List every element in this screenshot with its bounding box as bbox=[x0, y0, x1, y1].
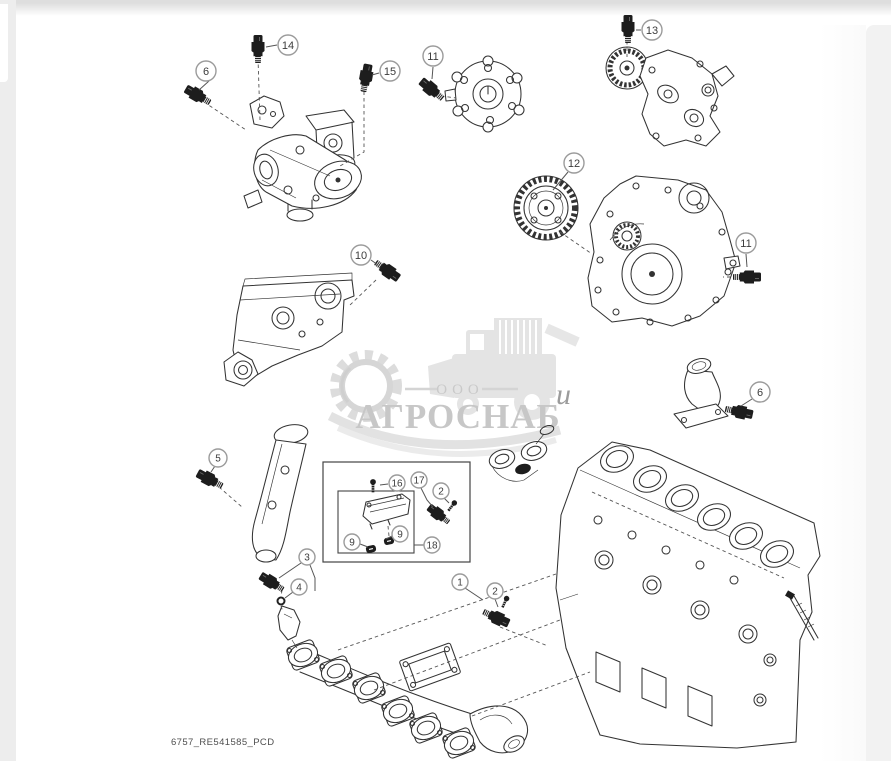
svg-text:9: 9 bbox=[397, 530, 403, 541]
left-scroll-track bbox=[0, 0, 16, 761]
callout-12[interactable]: 12 bbox=[563, 152, 585, 174]
exhaust-manifold bbox=[286, 639, 529, 759]
sensor-13 bbox=[621, 14, 635, 44]
svg-text:9: 9 bbox=[349, 538, 355, 549]
sensor-3 bbox=[256, 569, 287, 596]
sensor-10 bbox=[371, 256, 403, 285]
callout-4[interactable]: 4 bbox=[290, 578, 308, 596]
callout-18[interactable]: 18 bbox=[423, 536, 441, 554]
sensor-17 bbox=[424, 501, 453, 528]
sensor-mounting-bracket bbox=[223, 272, 355, 387]
detail-box-inner bbox=[337, 490, 415, 554]
detail-box bbox=[322, 461, 471, 563]
assembly-dashed-lines bbox=[203, 41, 737, 717]
callout-16[interactable]: 16 bbox=[388, 474, 406, 492]
screw-2-box bbox=[445, 498, 459, 513]
callout-17[interactable]: 17 bbox=[410, 471, 428, 489]
svg-text:15: 15 bbox=[384, 66, 396, 78]
callout-leader-lines bbox=[198, 29, 753, 608]
svg-text:5: 5 bbox=[215, 454, 221, 465]
manifold-center-flange bbox=[399, 642, 461, 692]
callout-2-bottom[interactable]: 2 bbox=[486, 582, 504, 600]
sensor-1 bbox=[480, 605, 512, 630]
gear-icon bbox=[330, 350, 402, 422]
svg-text:4: 4 bbox=[296, 583, 302, 594]
wiring-bracket-module bbox=[362, 493, 411, 530]
svg-text:11: 11 bbox=[427, 51, 438, 63]
callout-6-right[interactable]: 6 bbox=[749, 381, 771, 403]
watermark-script-char: и bbox=[556, 378, 571, 411]
oil-filler-elbow bbox=[251, 424, 309, 563]
svg-text:6: 6 bbox=[757, 387, 763, 399]
svg-text:13: 13 bbox=[646, 25, 658, 37]
svg-text:18: 18 bbox=[426, 541, 438, 552]
inlet-cover-plate bbox=[444, 55, 525, 133]
svg-text:11: 11 bbox=[740, 238, 751, 250]
callout-9-left[interactable]: 9 bbox=[343, 533, 361, 551]
coolant-outlet-housing bbox=[488, 425, 555, 482]
sensor-15 bbox=[356, 62, 376, 94]
probe-assembly bbox=[276, 596, 301, 649]
svg-text:2: 2 bbox=[438, 487, 444, 498]
watermark: ООО АГРОСНАБ и bbox=[327, 318, 580, 457]
fuel-injection-pump bbox=[243, 95, 362, 222]
right-side-panel bbox=[866, 25, 891, 761]
threaded-stud bbox=[785, 590, 819, 641]
callout-14[interactable]: 14 bbox=[277, 34, 299, 56]
callout-10[interactable]: 10 bbox=[350, 244, 372, 266]
wheat-swoosh bbox=[327, 412, 562, 450]
front-accessory-housing bbox=[605, 46, 735, 147]
svg-text:6: 6 bbox=[203, 66, 209, 78]
svg-text:16: 16 bbox=[391, 479, 403, 490]
sensor-5 bbox=[194, 466, 226, 493]
combine-harvester-icon bbox=[428, 318, 580, 420]
svg-text:10: 10 bbox=[355, 250, 367, 262]
watermark-company-prefix: ООО bbox=[436, 382, 484, 398]
retainer-clip-left bbox=[364, 543, 378, 555]
sensor-6-right bbox=[723, 402, 755, 422]
timing-gear-housing bbox=[587, 175, 741, 327]
callout-5[interactable]: 5 bbox=[208, 448, 228, 468]
svg-text:3: 3 bbox=[304, 553, 310, 564]
watermark-company-name: АГРОСНАБ bbox=[355, 397, 560, 436]
top-shadow-bar bbox=[0, 0, 891, 16]
callout-2-box[interactable]: 2 bbox=[432, 482, 450, 500]
svg-text:17: 17 bbox=[413, 476, 425, 487]
screw-2-bottom bbox=[499, 594, 511, 609]
svg-text:1: 1 bbox=[457, 578, 463, 589]
callout-3[interactable]: 3 bbox=[298, 548, 316, 566]
engine-block bbox=[555, 441, 821, 749]
callout-11-top[interactable]: 11 bbox=[422, 45, 444, 67]
svg-text:14: 14 bbox=[282, 40, 294, 52]
camshaft-gear bbox=[513, 175, 579, 241]
svg-text:2: 2 bbox=[492, 587, 498, 598]
callout-6-left[interactable]: 6 bbox=[195, 60, 217, 82]
sensor-11-right bbox=[732, 270, 762, 284]
callout-1[interactable]: 1 bbox=[451, 573, 469, 591]
sensor-11-top bbox=[416, 75, 448, 105]
left-scroll-thumb[interactable] bbox=[0, 4, 8, 82]
right-page-edge bbox=[820, 25, 866, 761]
thermostat-elbow bbox=[673, 358, 729, 429]
svg-text:12: 12 bbox=[568, 158, 580, 170]
drawing-code: 6757_RE541585_PCD bbox=[171, 737, 275, 748]
sensor-14 bbox=[251, 34, 265, 64]
screw-16 bbox=[369, 478, 377, 493]
callout-13[interactable]: 13 bbox=[641, 19, 663, 41]
callout-9-right[interactable]: 9 bbox=[391, 525, 409, 543]
sensor-6-left bbox=[182, 82, 214, 109]
callout-11-right[interactable]: 11 bbox=[735, 232, 757, 254]
callout-15[interactable]: 15 bbox=[379, 60, 401, 82]
o-ring bbox=[276, 596, 286, 606]
